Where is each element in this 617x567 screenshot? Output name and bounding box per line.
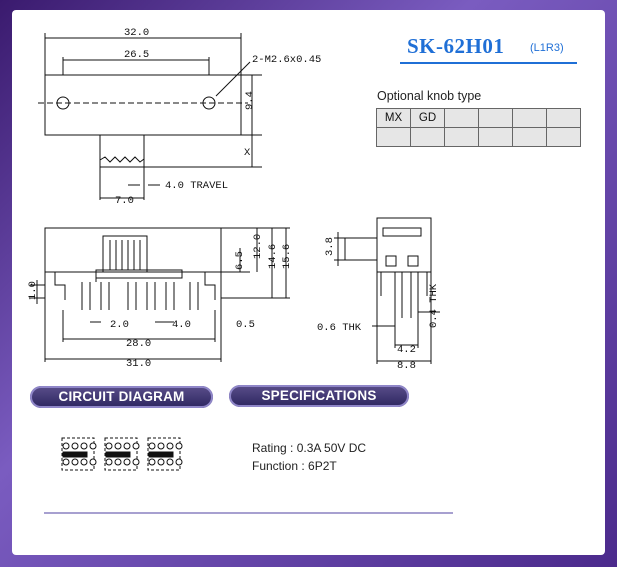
dim-h-6-5: 6.5 xyxy=(234,251,246,270)
dim-x: X xyxy=(244,147,251,159)
circuit-diagram-heading: CIRCUIT DIAGRAM xyxy=(30,386,213,408)
dim-hole-spacing: 26.5 xyxy=(124,49,149,61)
knob-cell xyxy=(410,127,445,147)
dim-top-width: 32.0 xyxy=(124,27,149,39)
dim-holes: 2-M2.6x0.45 xyxy=(252,54,321,66)
dim-span-4: 4.0 xyxy=(172,319,191,331)
dim-h-14-6: 14.6 xyxy=(267,244,279,269)
knob-cell: MX xyxy=(376,108,411,128)
dim-span-28: 28.0 xyxy=(126,338,151,350)
dim-thk-04: 0.4 THK xyxy=(428,283,440,328)
knob-cell xyxy=(546,127,581,147)
dim-side-4-2: 4.2 xyxy=(397,344,416,356)
specifications-heading: SPECIFICATIONS xyxy=(229,385,409,407)
dim-side-3-8: 3.8 xyxy=(324,237,336,256)
dim-span-31: 31.0 xyxy=(126,358,151,370)
dim-height: 9.4 xyxy=(244,91,256,110)
dim-pitch: 2.0 xyxy=(110,319,129,331)
side-knob xyxy=(344,237,378,261)
dim-thk-06: 0.6 THK xyxy=(317,322,362,334)
knob-cell xyxy=(546,108,581,128)
spec-rating: Rating : 0.3A 50V DC xyxy=(252,441,367,455)
knob-cell xyxy=(512,108,547,128)
mount-hole xyxy=(56,96,70,110)
top-knob xyxy=(99,134,145,168)
dim-left: 1.0 xyxy=(27,281,39,300)
model-variant: (L1R3) xyxy=(530,42,564,54)
title-underline xyxy=(400,62,577,64)
knob-cell xyxy=(444,108,479,128)
dim-h-12: 12.0 xyxy=(252,234,264,259)
dim-knob-width: 7.0 xyxy=(115,195,134,207)
model-title: SK-62H01 xyxy=(407,34,505,58)
knob-cell xyxy=(376,127,411,147)
spec-function: Function : 6P2T xyxy=(252,459,337,473)
dim-right: 0.5 xyxy=(236,319,255,331)
knob-label: Optional knob type xyxy=(377,89,482,103)
dim-h-15-6: 15.6 xyxy=(281,244,293,269)
knob-table: MX GD xyxy=(376,108,581,147)
front-knob xyxy=(102,235,148,273)
dim-side-8-8: 8.8 xyxy=(397,360,416,372)
dim-travel: 4.0 TRAVEL xyxy=(165,180,228,192)
top-view-body xyxy=(44,74,242,136)
circuit-symbol xyxy=(61,437,183,471)
knob-cell xyxy=(444,127,479,147)
mount-hole xyxy=(202,96,216,110)
front-view-body xyxy=(44,227,222,273)
side-view-body xyxy=(376,217,432,273)
